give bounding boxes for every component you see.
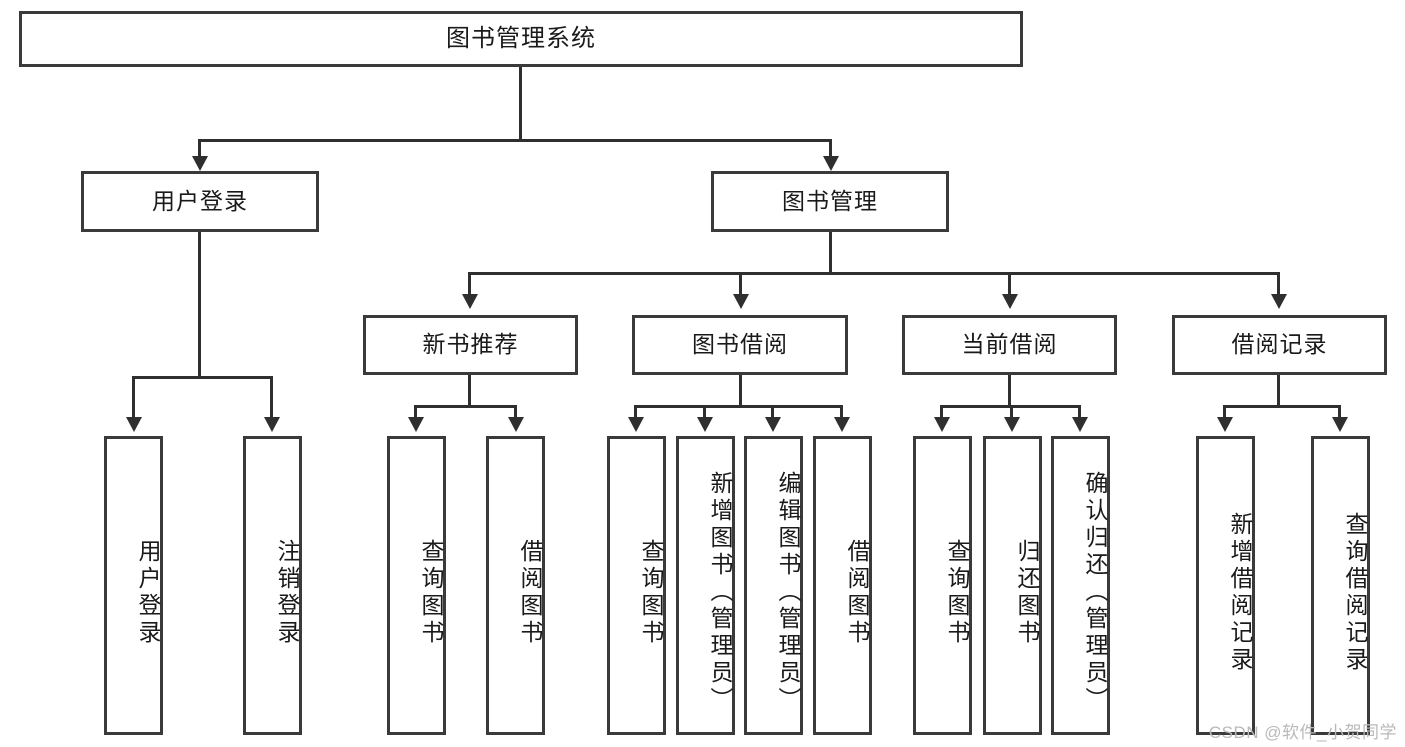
- arrowhead-leaf-add-record: [1217, 417, 1233, 432]
- node-leaf-add-book[interactable]: 新增图书（管理员）: [676, 436, 735, 735]
- connector-bb-to-leaf2: [703, 405, 706, 420]
- arrowhead-leaf-user-login: [126, 417, 142, 432]
- node-leaf-borrow-book[interactable]: 借阅图书: [813, 436, 872, 735]
- connector-br-to-leaf2: [1338, 405, 1341, 420]
- arrowhead-current-borrow: [1002, 294, 1018, 309]
- arrowhead-leaf-borrow-book-nb: [508, 417, 524, 432]
- arrowhead-leaf-borrow-book-bb: [834, 417, 850, 432]
- connector-nb-to-leaf2: [514, 405, 517, 420]
- connector-user-login-to-leaf1: [132, 376, 135, 420]
- connector-bm-to-new-book: [468, 272, 471, 297]
- connector-nb-to-leaf1: [414, 405, 417, 420]
- connector-new-book-bus: [414, 405, 517, 408]
- arrowhead-leaf-logout: [264, 417, 280, 432]
- connector-book-borrow-bus: [634, 405, 842, 408]
- arrowhead-new-book-recommend: [462, 294, 478, 309]
- connector-bm-to-current-borrow: [1008, 272, 1011, 297]
- arrowhead-book-borrow: [733, 294, 749, 309]
- connector-book-manage-stem: [829, 232, 832, 274]
- node-leaf-logout[interactable]: 注销登录: [243, 436, 302, 735]
- connector-book-manage-bus: [468, 272, 1280, 275]
- watermark-text: CSDN @软件_小贺同学: [1208, 723, 1397, 742]
- node-new-book-recommend[interactable]: 新书推荐: [363, 315, 578, 375]
- connector-borrow-record-stem: [1277, 375, 1280, 407]
- connector-borrow-record-bus: [1223, 405, 1341, 408]
- connector-user-login-to-leaf2: [270, 376, 273, 420]
- connector-root-to-user-login: [198, 139, 201, 161]
- node-borrow-record[interactable]: 借阅记录: [1172, 315, 1387, 375]
- arrowhead-leaf-query-record: [1332, 417, 1348, 432]
- arrowhead-user-login: [192, 156, 208, 171]
- connector-root-stem: [519, 67, 522, 141]
- connector-bb-to-leaf4: [840, 405, 843, 420]
- connector-book-borrow-stem: [739, 375, 742, 407]
- node-leaf-add-borrow-record[interactable]: 新增借阅记录: [1196, 436, 1255, 735]
- connector-root-bus: [198, 139, 831, 142]
- connector-user-login-bus: [132, 376, 272, 379]
- connector-bm-to-borrow-record: [1277, 272, 1280, 297]
- node-book-borrow[interactable]: 图书借阅: [632, 315, 848, 375]
- node-user-login[interactable]: 用户登录: [81, 171, 319, 232]
- node-root-system[interactable]: 图书管理系统: [19, 11, 1023, 67]
- connector-cb-to-leaf3: [1078, 405, 1081, 420]
- arrowhead-book-manage: [823, 156, 839, 171]
- node-leaf-confirm-return[interactable]: 确认归还（管理员）: [1051, 436, 1110, 735]
- connector-new-book-stem: [468, 375, 471, 407]
- connector-cb-to-leaf2: [1010, 405, 1013, 420]
- connector-bb-to-leaf1: [634, 405, 637, 420]
- node-book-manage[interactable]: 图书管理: [711, 171, 949, 232]
- connector-current-borrow-stem: [1008, 375, 1011, 407]
- node-leaf-query-book-borrow[interactable]: 查询图书: [607, 436, 666, 735]
- node-leaf-query-borrow-record[interactable]: 查询借阅记录: [1311, 436, 1370, 735]
- arrowhead-leaf-query-book-cb: [934, 417, 950, 432]
- node-leaf-query-book-current[interactable]: 查询图书: [913, 436, 972, 735]
- connector-user-login-stem: [198, 232, 201, 378]
- node-leaf-user-login[interactable]: 用户登录: [104, 436, 163, 735]
- node-leaf-edit-book[interactable]: 编辑图书（管理员）: [744, 436, 803, 735]
- connector-br-to-leaf1: [1223, 405, 1226, 420]
- arrowhead-leaf-edit-book: [765, 417, 781, 432]
- node-leaf-query-book-new-book[interactable]: 查询图书: [387, 436, 446, 735]
- node-leaf-return-book[interactable]: 归还图书: [983, 436, 1042, 735]
- connector-cb-to-leaf1: [940, 405, 943, 420]
- connector-root-to-book-manage: [829, 139, 832, 161]
- arrowhead-borrow-record: [1271, 294, 1287, 309]
- connector-bm-to-book-borrow: [739, 272, 742, 297]
- arrowhead-leaf-query-book-bb: [628, 417, 644, 432]
- node-leaf-borrow-book-new-book[interactable]: 借阅图书: [486, 436, 545, 735]
- arrowhead-leaf-add-book: [697, 417, 713, 432]
- arrowhead-leaf-query-book-nb: [408, 417, 424, 432]
- arrowhead-leaf-confirm-return: [1072, 417, 1088, 432]
- connector-bb-to-leaf3: [771, 405, 774, 420]
- node-current-borrow[interactable]: 当前借阅: [902, 315, 1117, 375]
- arrowhead-leaf-return-book: [1004, 417, 1020, 432]
